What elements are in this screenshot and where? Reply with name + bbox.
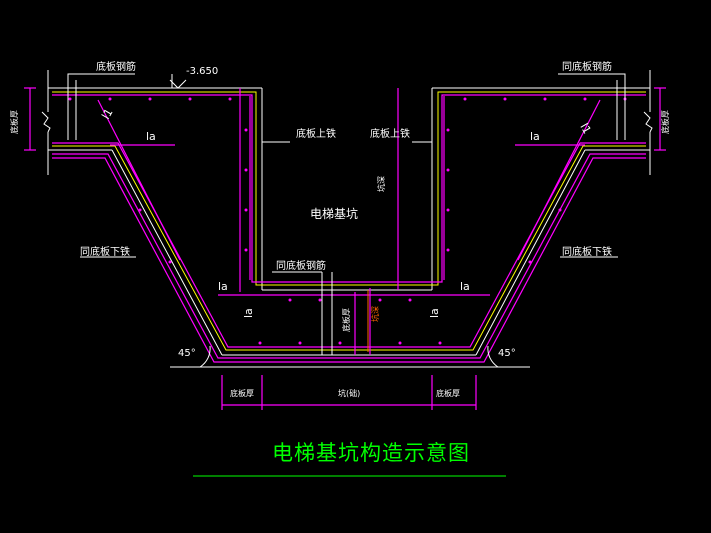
label-la-4: la bbox=[460, 280, 470, 293]
magenta-rebar bbox=[24, 87, 666, 410]
label-la-3: la bbox=[218, 280, 228, 293]
label-l1-right: l1 bbox=[577, 121, 593, 136]
label-angle-right: 45° bbox=[498, 348, 516, 359]
label-la-1: la bbox=[146, 130, 156, 143]
break-symbols bbox=[41, 111, 653, 133]
label-bottom-top-rebar-right: 底板上铁 bbox=[370, 127, 410, 140]
label-same-bottom-rebar-right: 同底板钢筋 bbox=[562, 60, 612, 73]
rebar-dots bbox=[68, 97, 627, 345]
label-bottom-thickness-left: 底板厚 bbox=[9, 110, 19, 134]
yellow-rebar bbox=[52, 91, 646, 351]
label-bottom-thickness-right: 底板厚 bbox=[660, 110, 670, 134]
label-dim-left: 底板厚 bbox=[230, 388, 254, 398]
angle-arcs bbox=[199, 345, 499, 368]
label-bottom-rebar-left: 底板钢筋 bbox=[96, 60, 136, 73]
leader-lines bbox=[67, 73, 626, 355]
label-same-bottom-rebar-mid: 同底板钢筋 bbox=[276, 259, 326, 272]
label-la-5: la bbox=[242, 308, 255, 318]
label-pit-depth: 坑深 bbox=[376, 176, 386, 192]
label-pit-depth-right: 坑深 bbox=[370, 306, 380, 322]
label-elevation: -3.650 bbox=[186, 66, 218, 77]
slab-outline bbox=[47, 70, 651, 368]
label-same-lower-rebar-right: 同底板下铁 bbox=[562, 245, 612, 258]
label-dim-right: 底板厚 bbox=[436, 388, 460, 398]
label-bottom-top-rebar-left: 底板上铁 bbox=[296, 127, 336, 140]
label-la-6: la bbox=[428, 308, 441, 318]
label-pit-name: 电梯基坑 bbox=[310, 206, 358, 221]
drawing-title: 电梯基坑构造示意图 bbox=[272, 441, 470, 465]
label-la-2: la bbox=[530, 130, 540, 143]
label-same-lower-rebar-left: 同底板下铁 bbox=[80, 245, 130, 258]
label-angle-left: 45° bbox=[178, 348, 196, 359]
label-bottom-thickness-mid: 底板厚 bbox=[341, 308, 351, 332]
label-dim-mid: 坑(础) bbox=[338, 388, 360, 398]
